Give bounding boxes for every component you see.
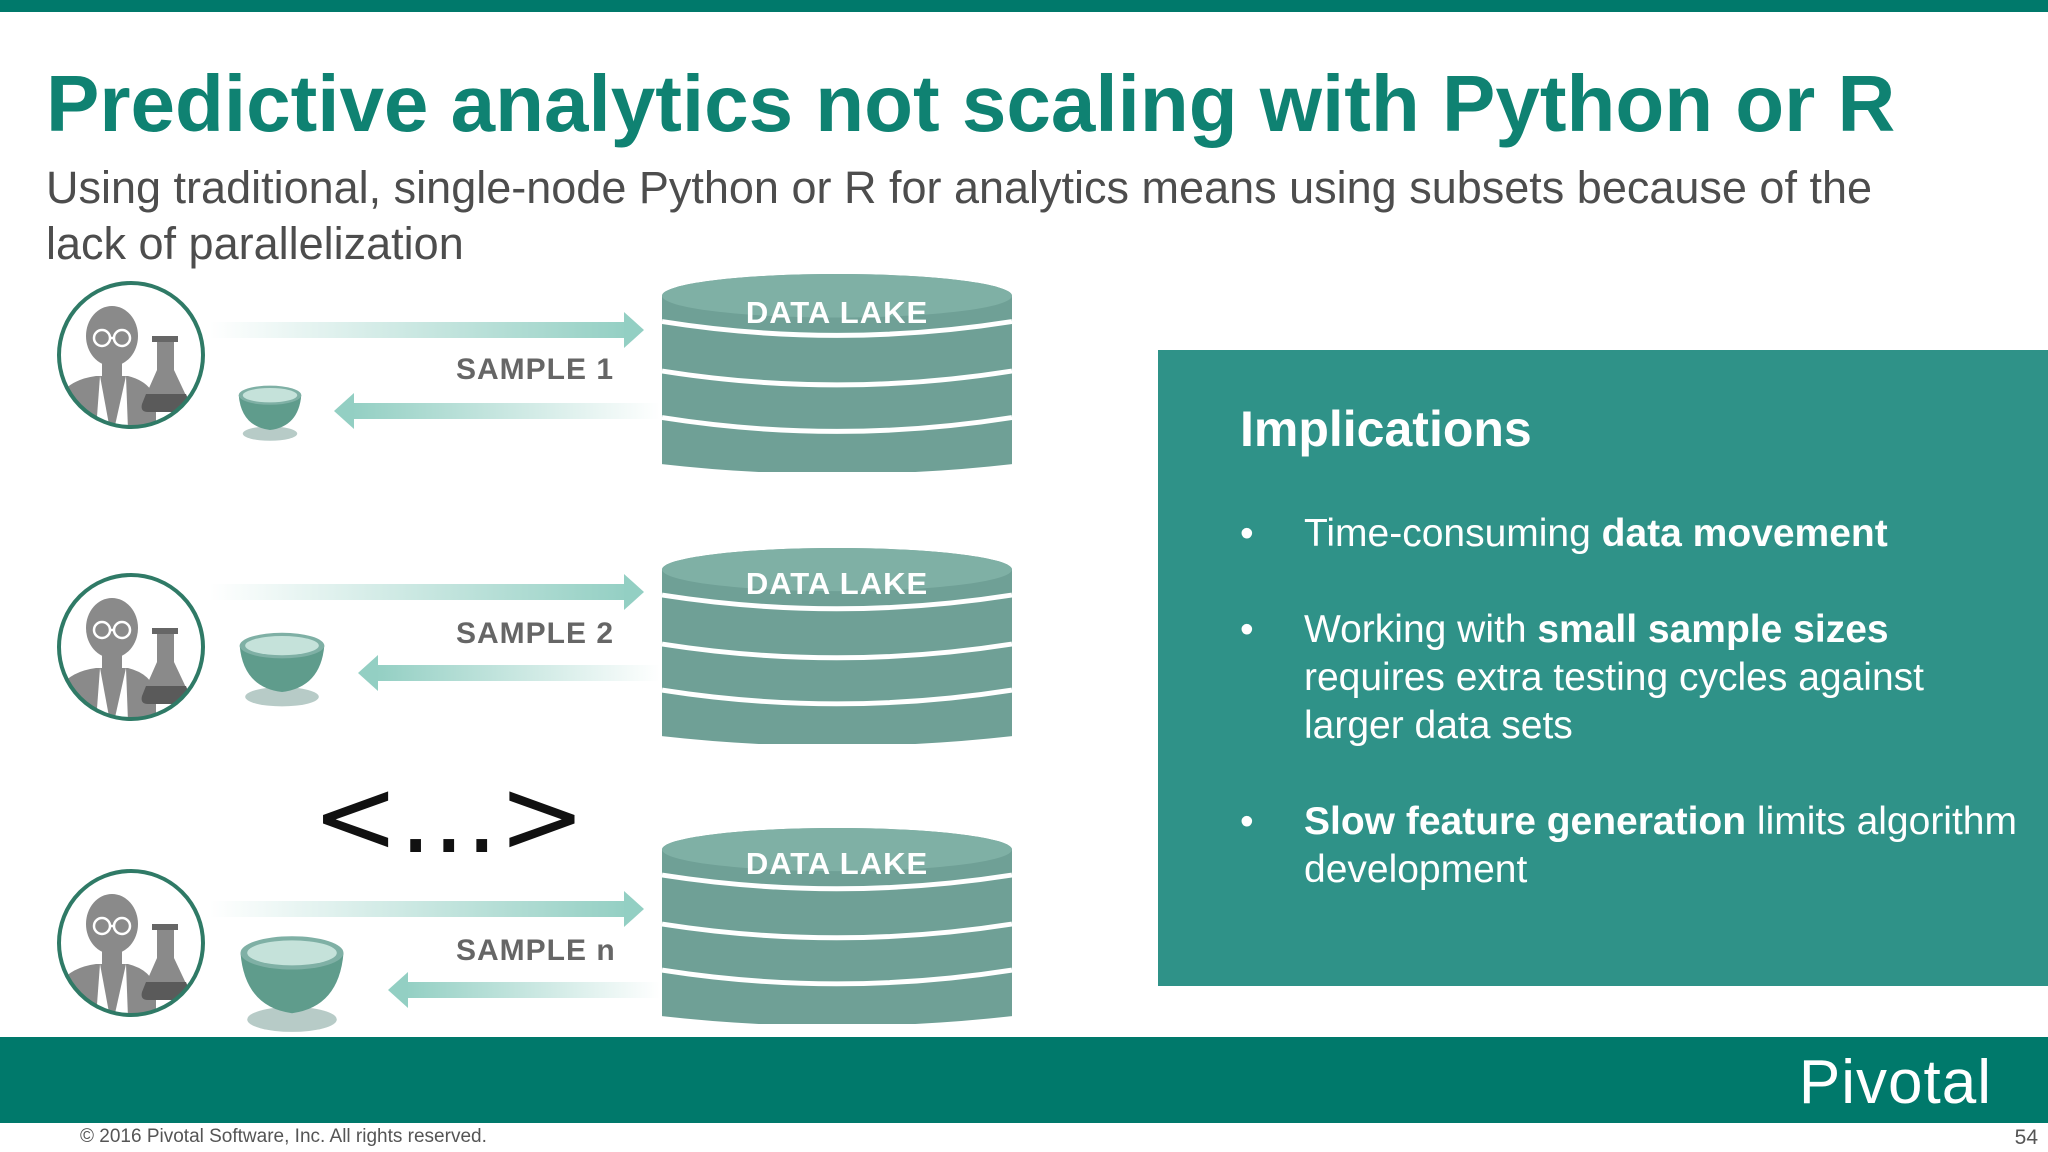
pivotal-logo: Pivotal — [1798, 1048, 1992, 1117]
implications-title: Implications — [1240, 401, 1532, 457]
arrow-right-icon — [210, 312, 644, 348]
implications-list: • Time-consuming data movement • Working… — [1240, 510, 2020, 942]
arrow-right-icon — [210, 574, 644, 610]
implication-emphasis: small sample sizes — [1537, 608, 1889, 651]
slide-subtitle: Using traditional, single-node Python or… — [46, 162, 1873, 269]
ellipsis-marker: <...> — [312, 755, 586, 877]
implications-panel: Implications • Time-consuming data movem… — [1158, 350, 2048, 986]
bullet-icon: • — [1240, 800, 1254, 843]
data-lake-label: DATA LAKE — [745, 295, 929, 330]
bullet-icon: • — [1240, 608, 1254, 651]
data-lake-label: DATA LAKE — [745, 846, 929, 881]
implication-text: Time-consuming — [1304, 512, 1602, 555]
sample-label: SAMPLE n — [456, 934, 616, 967]
arrow-left-icon — [388, 972, 660, 1008]
implication-text: Working with — [1304, 608, 1538, 651]
implication-item: • Working with small sample sizes requir… — [1240, 606, 2020, 750]
implication-text: requires extra testing cycles against la… — [1304, 656, 1924, 747]
implication-item: • Time-consuming data movement — [1240, 510, 2020, 558]
implication-emphasis: data movement — [1601, 512, 1888, 555]
copyright-text: © 2016 Pivotal Software, Inc. All rights… — [80, 1126, 487, 1147]
sample-label: SAMPLE 1 — [456, 353, 615, 386]
footer-bar: Pivotal — [0, 1037, 2048, 1123]
arrow-right-icon — [210, 891, 644, 927]
bullet-icon: • — [1240, 512, 1254, 555]
arrow-left-icon — [358, 655, 660, 691]
sample-label: SAMPLE 2 — [456, 617, 615, 650]
data-lake-label: DATA LAKE — [745, 566, 929, 601]
top-accent-bar — [0, 0, 2048, 12]
arrow-left-icon — [334, 393, 660, 429]
implication-emphasis: Slow feature generation — [1304, 800, 1747, 843]
implication-text: limits algorithm development — [1304, 800, 2017, 891]
implication-item: • Slow feature generation limits algorit… — [1240, 798, 2020, 894]
page-number: 54 — [2014, 1126, 2038, 1149]
slide-title: Predictive analytics not scaling with Py… — [46, 59, 1896, 148]
